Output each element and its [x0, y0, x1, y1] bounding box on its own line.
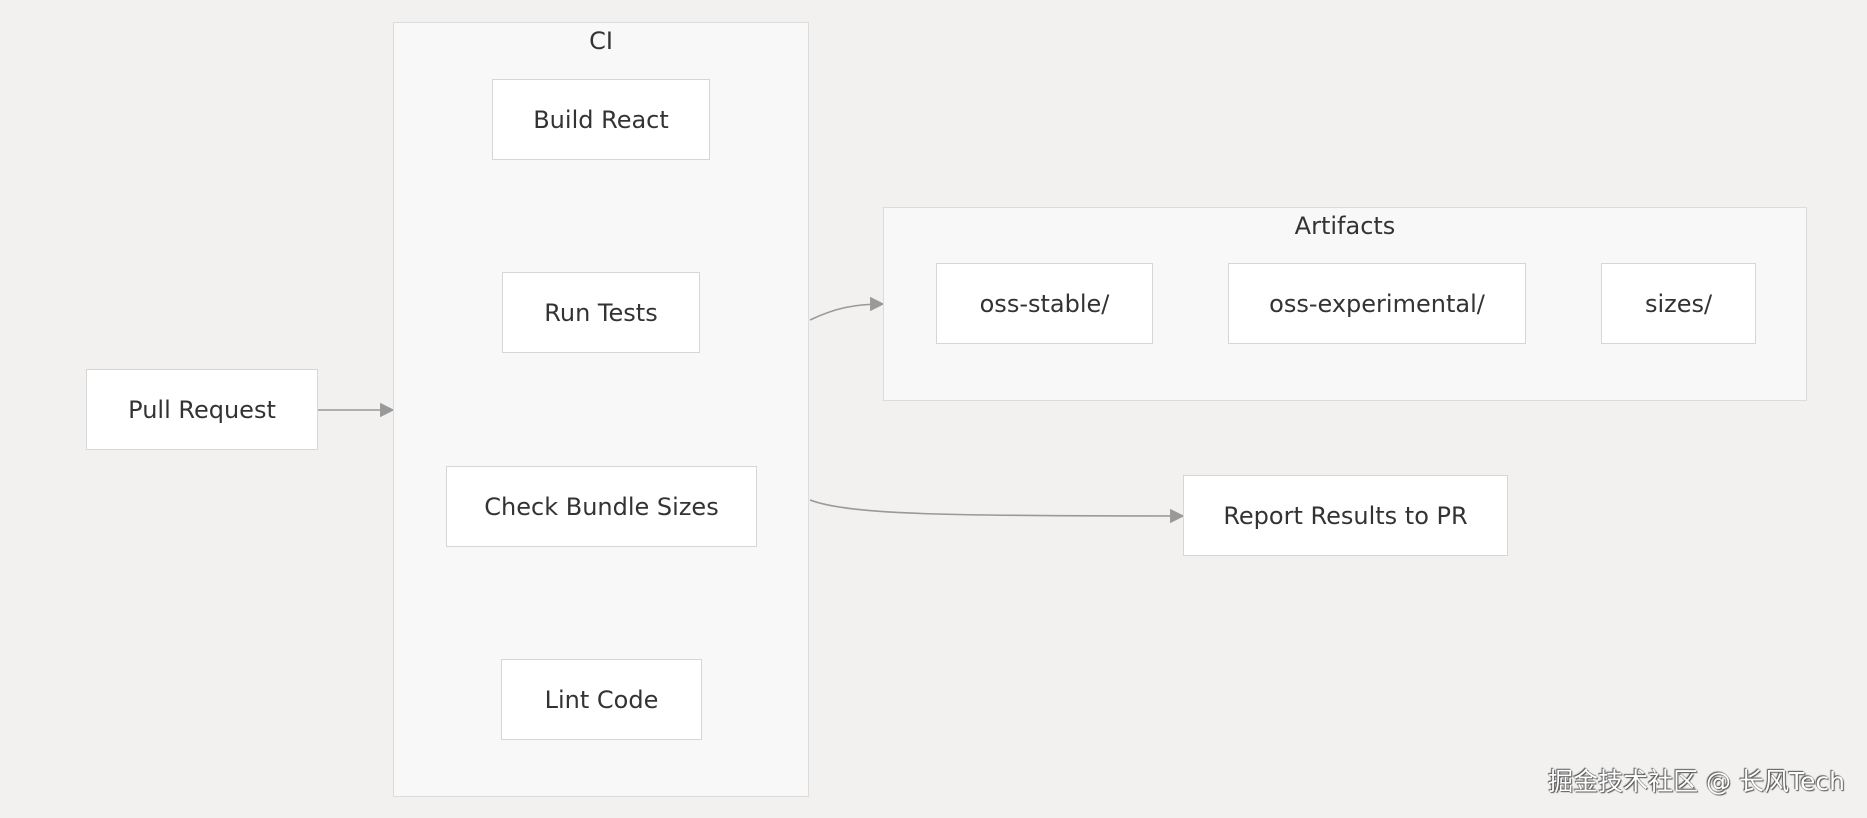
node-sizes[interactable]: sizes/: [1601, 263, 1756, 344]
node-run-tests[interactable]: Run Tests: [502, 272, 700, 353]
watermark: 掘金技术社区 @ 长风Tech: [1548, 767, 1845, 796]
edge-ci-to-artifacts: [809, 296, 885, 321]
node-check-bundle-sizes[interactable]: Check Bundle Sizes: [446, 466, 757, 547]
cluster-artifacts-title: Artifacts: [1294, 212, 1396, 240]
node-oss-experimental[interactable]: oss-experimental/: [1228, 263, 1526, 344]
edge-ci-to-report-results: [809, 499, 1185, 524]
cluster-ci-title: CI: [589, 27, 613, 55]
node-lint-code[interactable]: Lint Code: [501, 659, 702, 740]
node-oss-stable[interactable]: oss-stable/: [936, 263, 1153, 344]
node-build-react[interactable]: Build React: [492, 79, 710, 160]
node-pull-request[interactable]: Pull Request: [86, 369, 318, 450]
node-report-results[interactable]: Report Results to PR: [1183, 475, 1508, 556]
